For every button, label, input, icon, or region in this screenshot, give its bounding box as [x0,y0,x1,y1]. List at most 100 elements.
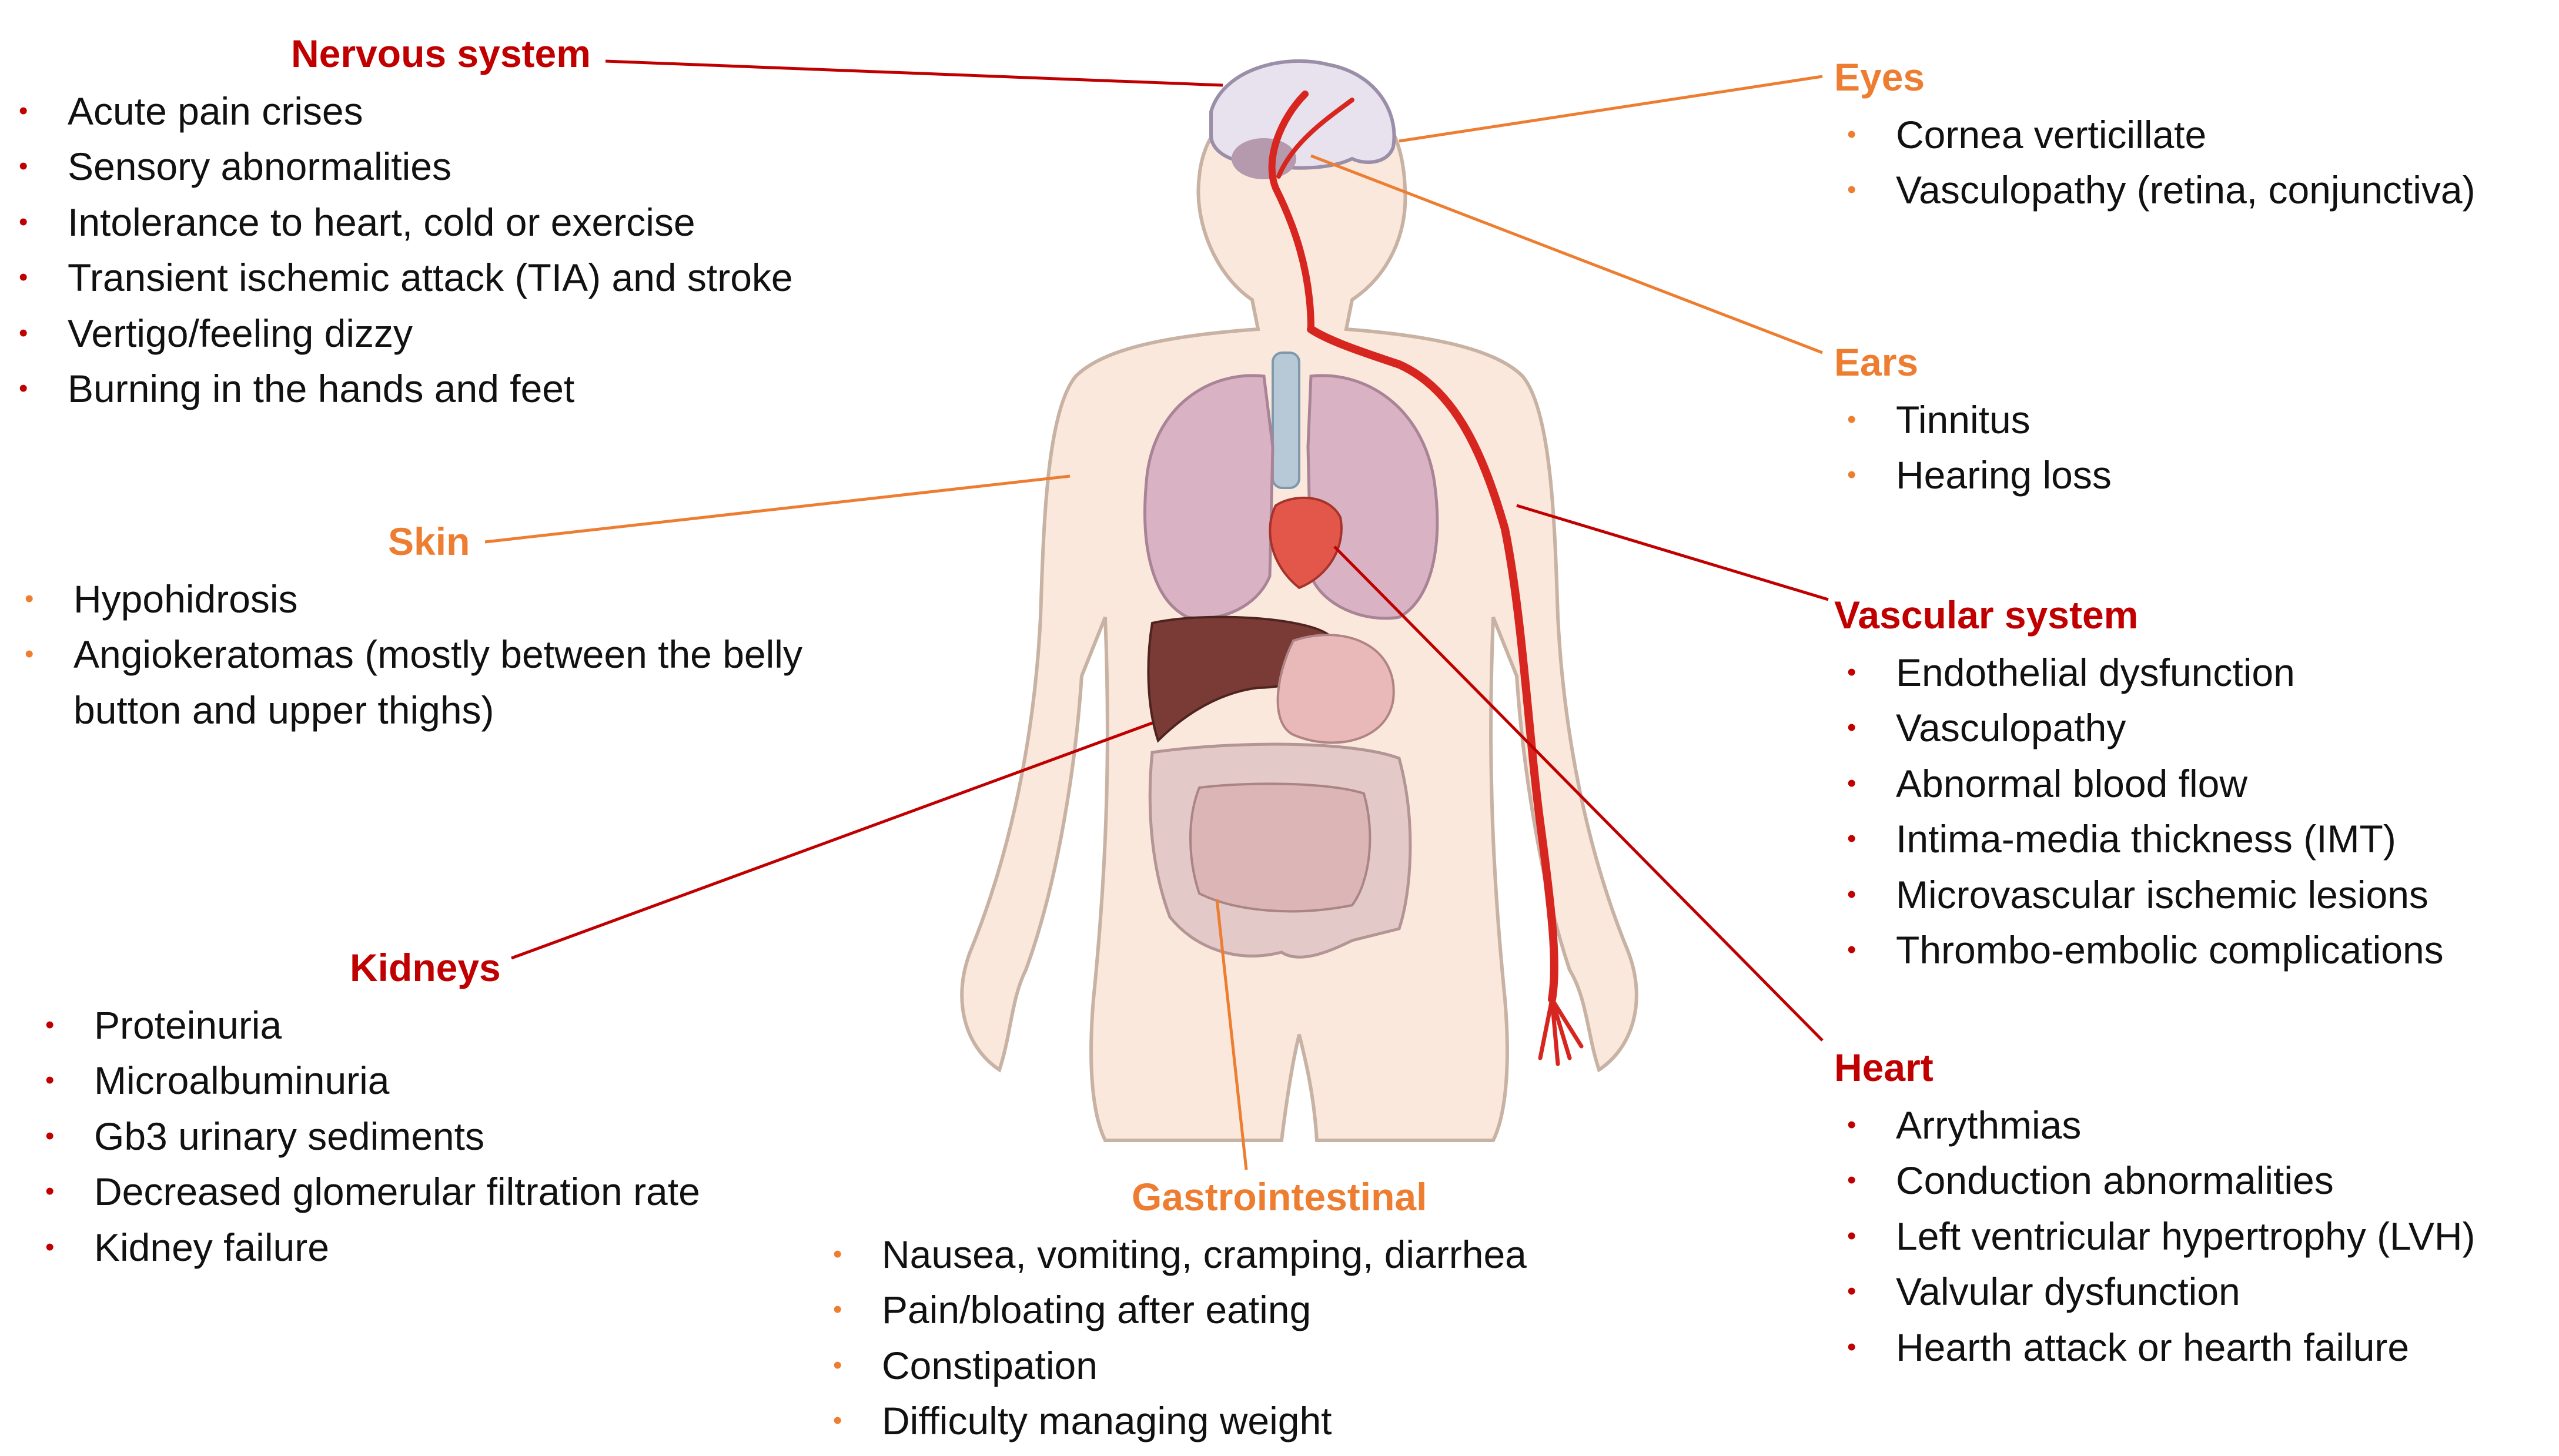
connector-eyes [1399,75,1823,143]
list-item: •Cornea verticillate [1834,107,2476,163]
list-item: •Hearing loss [1834,447,2112,503]
list-item: •Conduction abnormalities [1834,1153,2476,1209]
list-item: •Valvular dysfunction [1834,1264,2476,1320]
kidneys-list: •Proteinuria •Microalbuminuria •Gb3 urin… [32,998,700,1276]
bullet-dot: • [19,96,28,125]
vascular-system-title: Vascular system [1834,593,2139,637]
bullet-dot: • [45,1066,55,1095]
bullet-dot: • [19,263,28,292]
list-item: •Endothelial dysfunction [1834,645,2444,701]
list-item: •Intima-media thickness (IMT) [1834,811,2444,867]
small-intestine-shape [1189,782,1372,913]
connector-kidneys [511,721,1153,960]
list-item: •Nausea, vomiting, cramping, diarrhea [820,1227,1527,1283]
list-item: •Proteinuria [32,998,700,1053]
list-item: •Decreased glomerular filtration rate [32,1164,700,1220]
list-item: •Sensory abnormalities [6,139,793,195]
connector-ears [1310,154,1823,354]
list-item: •Angiokeratomas (mostly between the bell… [12,627,835,738]
ears-list: •Tinnitus •Hearing loss [1834,392,2112,503]
bullet-dot: • [25,640,34,669]
heart-block: Heart •Arrythmias •Conduction abnormalit… [1834,1046,2476,1375]
bullet-dot: • [45,1232,55,1261]
bullet-dot: • [1847,175,1856,205]
bullet-dot: • [1847,1221,1856,1250]
list-item: •Thrombo-embolic complications [1834,922,2444,978]
connector-vascular [1516,504,1829,601]
nervous-system-block: Nervous system •Acute pain crises •Senso… [6,32,793,417]
kidneys-title: Kidneys [350,946,501,989]
gastrointestinal-title: Gastrointestinal [1132,1175,1427,1219]
kidneys-block: Kidneys •Proteinuria •Microalbuminuria •… [32,946,700,1275]
heart-title: Heart [1834,1046,1934,1089]
bullet-dot: • [833,1406,842,1435]
bullet-dot: • [1847,935,1856,965]
list-item: •Intolerance to heart, cold or exercise [6,195,793,250]
bullet-dot: • [1847,1166,1856,1195]
list-item: •Microalbuminuria [32,1053,700,1109]
gastrointestinal-block: Gastrointestinal •Nausea, vomiting, cram… [820,1176,1527,1449]
left-lung-shape [1143,374,1275,620]
eyes-title: Eyes [1834,55,1925,99]
bullet-dot: • [1847,119,1856,149]
bullet-dot: • [45,1121,55,1150]
nervous-system-list: •Acute pain crises •Sensory abnormalitie… [6,83,793,417]
bullet-dot: • [1847,404,1856,434]
bullet-dot: • [833,1350,842,1380]
list-item: •Arrythmias [1834,1097,2476,1153]
right-lung-shape [1306,374,1439,620]
list-item: •Constipation [820,1338,1527,1394]
bullet-dot: • [19,374,28,403]
list-item: •Hypohidrosis [12,571,835,627]
artery-network [1268,91,1584,1066]
list-item: •Vasculopathy [1834,700,2444,756]
connector-gastro [1215,899,1248,1170]
connector-heart [1333,545,1824,1042]
heart-shape [1269,496,1343,590]
bullet-dot: • [833,1295,842,1324]
vascular-system-block: Vascular system •Endothelial dysfunction… [1834,594,2444,978]
bullet-dot: • [45,1177,55,1206]
body-silhouette [960,85,1638,1142]
list-item: •Abnormal blood flow [1834,756,2444,812]
connector-skin [484,474,1071,544]
list-item: •Gb3 urinary sediments [32,1109,700,1164]
liver-shape [1147,615,1331,743]
nervous-system-title: Nervous system [291,32,591,75]
list-item: •Left ventricular hypertrophy (LVH) [1834,1209,2476,1264]
list-item: •Kidney failure [32,1220,700,1276]
bullet-dot: • [25,584,34,613]
trachea-shape [1272,352,1300,489]
list-item: •Vasculopathy (retina, conjunctiva) [1834,162,2476,218]
vascular-system-list: •Endothelial dysfunction •Vasculopathy •… [1834,645,2444,978]
list-item: •Vertigo/feeling dizzy [6,306,793,362]
eyes-block: Eyes •Cornea verticillate •Vasculopathy … [1834,56,2476,218]
connector-nervous [605,59,1223,87]
list-item: •Acute pain crises [6,83,793,139]
list-item: •Burning in the hands and feet [6,361,793,417]
bullet-dot: • [1847,1332,1856,1361]
bullet-dot: • [19,152,28,181]
bullet-dot: • [19,318,28,347]
bullet-dot: • [1847,768,1856,798]
list-item: •Hearth attack or hearth failure [1834,1320,2476,1375]
skin-title: Skin [388,520,470,563]
gastrointestinal-list: •Nausea, vomiting, cramping, diarrhea •P… [820,1227,1527,1449]
bullet-dot: • [1847,460,1856,490]
bullet-dot: • [19,207,28,236]
bullet-dot: • [1847,713,1856,742]
list-item: •Pain/bloating after eating [820,1282,1527,1338]
skin-block: Skin •Hypohidrosis •Angiokeratomas (most… [12,520,835,738]
bullet-dot: • [45,1010,55,1039]
list-item: •Microvascular ischemic lesions [1834,867,2444,923]
heart-list: •Arrythmias •Conduction abnormalities •L… [1834,1097,2476,1375]
bullet-dot: • [1847,824,1856,853]
stomach-shape [1276,634,1395,744]
bullet-dot: • [1847,879,1856,909]
bullet-dot: • [1847,1110,1856,1139]
bullet-dot: • [1847,1277,1856,1306]
skin-list: •Hypohidrosis •Angiokeratomas (mostly be… [12,571,835,738]
